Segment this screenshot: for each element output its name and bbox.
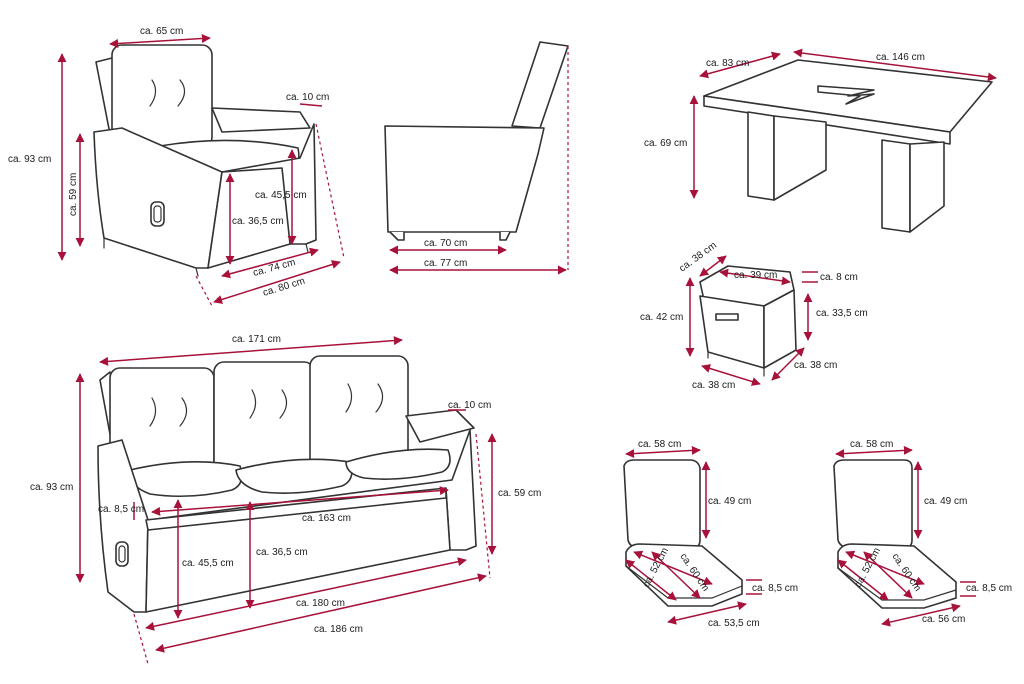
label-cushion2-thick: ca. 8,5 cm [966,583,1012,594]
label-cushion1-back: ca. 49 cm [708,496,751,507]
label-chair-width: ca. 65 cm [140,26,183,37]
label-stool-top: ca. 38 cm [677,240,719,274]
sofa-drawing [97,355,477,613]
label-stool-cushion-8: ca. 8 cm [820,272,858,283]
label-chair-inner-height: ca. 36,5 cm [232,216,284,227]
label-sofa-inner-365: ca. 36,5 cm [256,547,308,558]
label-chair-depth-74: ca. 74 cm [252,257,297,279]
dimension-lines [57,33,997,665]
label-sofa-depth-180: ca. 180 cm [296,598,345,609]
label-stool-side: ca. 33,5 cm [816,308,868,319]
label-table-width: ca. 83 cm [706,58,749,69]
label-sofa-depth-186: ca. 186 cm [314,624,363,635]
label-side-70: ca. 70 cm [424,238,467,249]
label-cushion1-width: ca. 58 cm [638,439,681,450]
label-table-length: ca. 146 cm [876,52,925,63]
label-stool-bottom-left: ca. 38 cm [692,380,735,391]
label-sofa-arm-59: ca. 59 cm [498,488,541,499]
label-sofa-cushion-85: ca. 8,5 cm [98,504,144,515]
label-side-77: ca. 77 cm [424,258,467,269]
label-stool-cushion-39: ca. 39 cm [734,270,777,281]
label-sofa-seat-163: ca. 163 cm [302,513,351,524]
label-chair-arm-width: ca. 10 cm [286,92,329,103]
label-sofa-arm-10: ca. 10 cm [448,400,491,411]
label-chair-height: ca. 93 cm [8,154,51,165]
label-chair-seat-height: ca. 45,5 cm [255,190,307,201]
label-sofa-height-93: ca. 93 cm [30,482,73,493]
armchair-side-drawing [384,41,569,241]
label-stool-bottom-right: ca. 38 cm [794,360,837,371]
label-sofa-seat-455: ca. 45,5 cm [182,558,234,569]
label-cushion1-thick: ca. 8,5 cm [752,583,798,594]
armchair-drawing [93,44,317,277]
stool-drawing [699,265,797,377]
label-chair-arm-height: ca. 59 cm [68,173,79,216]
label-cushion2-back: ca. 49 cm [924,496,967,507]
label-table-height: ca. 69 cm [644,138,687,149]
label-cushion2-bottom: ca. 56 cm [922,614,965,625]
label-stool-height: ca. 42 cm [640,312,683,323]
label-cushion2-width: ca. 58 cm [850,439,893,450]
table-drawing [703,59,993,233]
label-cushion1-bottom: ca. 53,5 cm [708,618,760,629]
label-sofa-width-171: ca. 171 cm [232,334,281,345]
cushion-2-drawing [833,459,957,609]
